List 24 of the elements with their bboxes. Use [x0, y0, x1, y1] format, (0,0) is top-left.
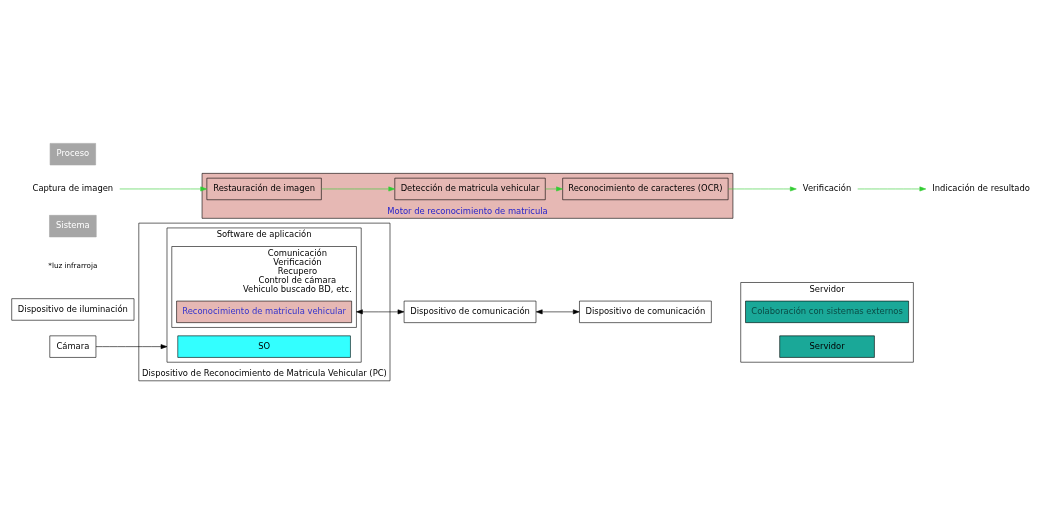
node-box: Cámara: [49, 335, 97, 358]
node-box: Proceso: [49, 142, 96, 165]
node-box: Dispositivo de comunicación: [403, 300, 537, 323]
arrow: [119, 186, 207, 191]
node-box: Servidor: [779, 335, 875, 358]
node-text: Verificación: [802, 182, 852, 193]
node-box: Detección de matricula vehicular: [394, 177, 546, 200]
node-text: Indicación de resultado: [932, 182, 1030, 193]
node-box: Colaboración con sistemas externos: [745, 300, 909, 323]
node-text: Captura de imagen: [32, 182, 114, 193]
node-box: Reconocimiento de caracteres (OCR): [562, 177, 729, 200]
node-box: Dispositivo de iluminación: [11, 297, 135, 321]
arrow: [728, 186, 797, 191]
arrow: [321, 186, 396, 191]
arrow: [95, 343, 168, 349]
arrow: [857, 186, 927, 191]
node-box: Sistema: [49, 214, 97, 237]
arrow: [356, 308, 405, 314]
arrow: [545, 186, 563, 191]
arrow: [535, 308, 580, 314]
node-box: Reconocimiento de matricula vehicular: [176, 300, 352, 323]
node-box: SO: [177, 335, 351, 358]
node-box: Dispositivo de comunicación: [579, 300, 712, 323]
node-box: Restauración de imagen: [206, 177, 322, 200]
